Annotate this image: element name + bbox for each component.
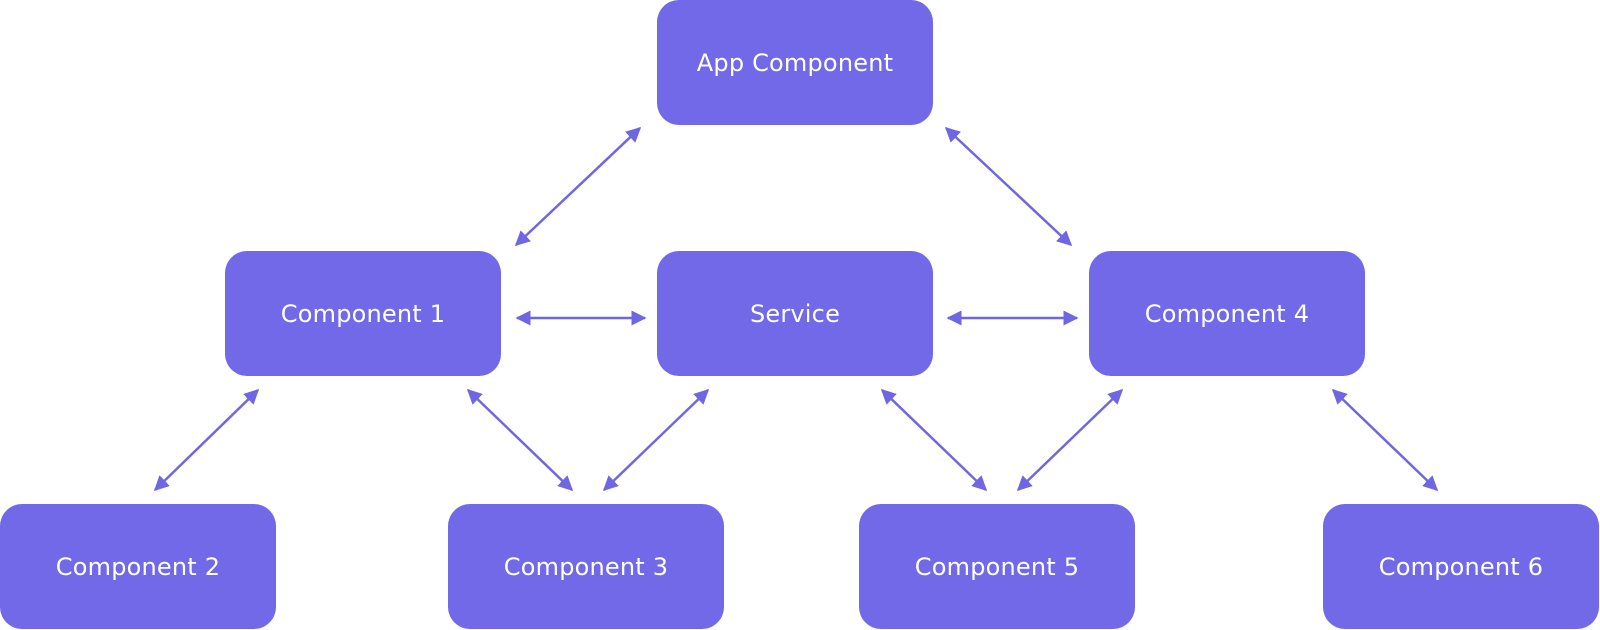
node-label-service: Service <box>749 299 841 328</box>
node-component-2: Component 2 <box>0 504 276 629</box>
edge-service-component3 <box>602 388 710 492</box>
node-label-component-3: Component 3 <box>503 552 669 581</box>
node-label-component-2: Component 2 <box>55 552 221 581</box>
node-component-4: Component 4 <box>1089 251 1365 376</box>
edge-component4-component6 <box>1331 388 1439 492</box>
node-component-3: Component 3 <box>448 504 724 629</box>
node-component-5: Component 5 <box>859 504 1135 629</box>
node-label-app-component: App Component <box>696 48 894 77</box>
node-service: Service <box>657 251 933 376</box>
node-label-component-4: Component 4 <box>1144 299 1310 328</box>
node-app-component: App Component <box>657 0 933 125</box>
edge-service-component5 <box>880 388 988 492</box>
edge-component4-component5 <box>1016 388 1124 492</box>
node-label-component-5: Component 5 <box>914 552 1080 581</box>
edge-component1-component2 <box>153 388 260 492</box>
node-label-component-6: Component 6 <box>1378 552 1544 581</box>
edge-app-component1 <box>514 126 642 247</box>
node-component-1: Component 1 <box>225 251 501 376</box>
edge-component1-component3 <box>466 388 574 492</box>
node-label-component-1: Component 1 <box>280 299 446 328</box>
edge-app-component4 <box>944 126 1073 247</box>
node-component-6: Component 6 <box>1323 504 1599 629</box>
